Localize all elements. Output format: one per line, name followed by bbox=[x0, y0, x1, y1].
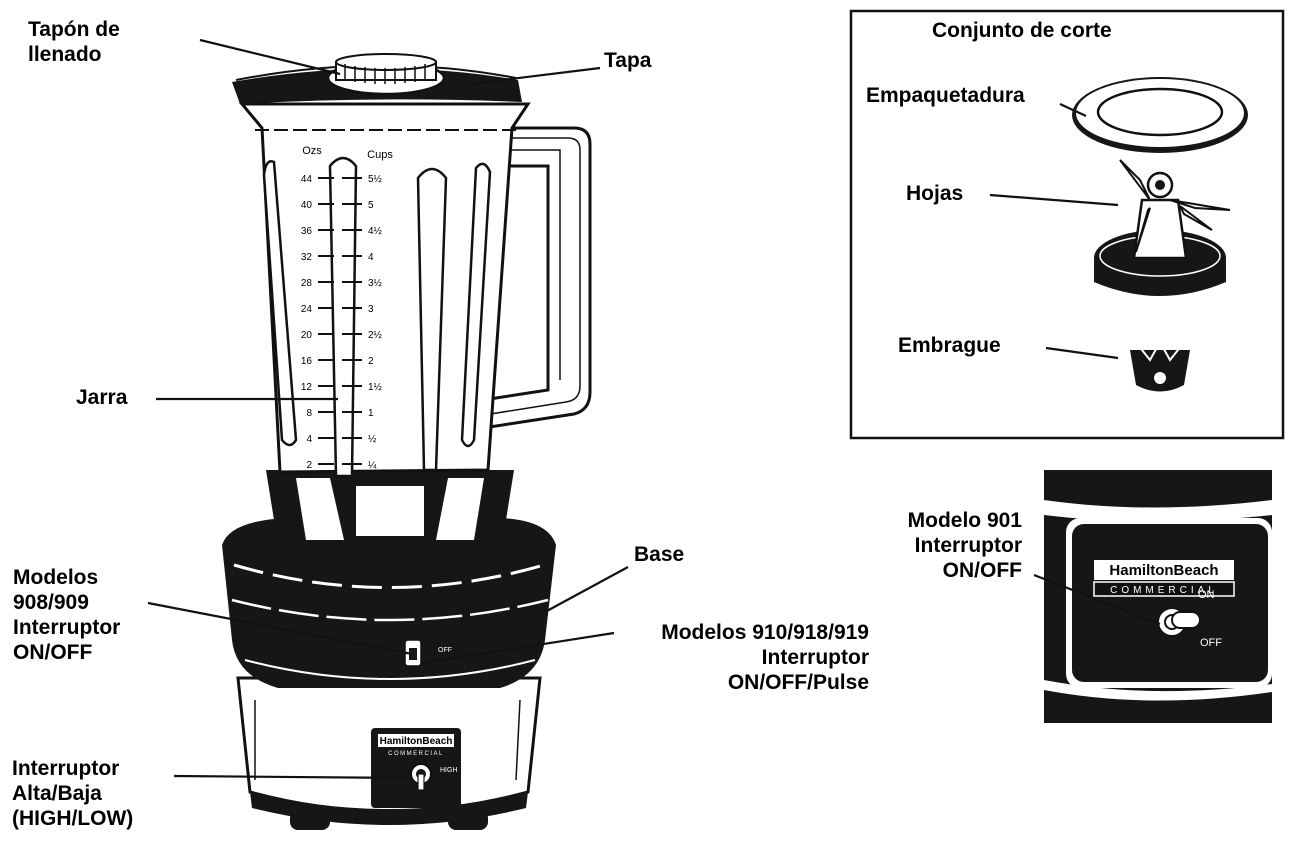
cups-tick-label: 4 bbox=[368, 252, 374, 263]
cups-tick-label: 1 bbox=[368, 408, 374, 419]
label-clutch: Embrague bbox=[898, 333, 1001, 358]
cups-tick-label: 5 bbox=[368, 200, 374, 211]
cups-tick-label: 1½ bbox=[368, 382, 383, 393]
label-gasket: Empaquetadura bbox=[866, 83, 1025, 108]
ozs-tick-label: 16 bbox=[301, 356, 313, 367]
cups-tick-label: 2½ bbox=[368, 330, 383, 341]
ozs-tick-label: 12 bbox=[301, 382, 313, 393]
ozs-tick-label: 4 bbox=[306, 434, 312, 445]
label-base: Base bbox=[634, 542, 684, 567]
ozs-tick-label: 2 bbox=[306, 460, 312, 471]
panel-brand-sub: COMMERCIAL bbox=[388, 751, 444, 757]
model-901-off-label: OFF bbox=[1200, 637, 1222, 649]
base-switch-off-label: OFF bbox=[438, 647, 452, 654]
label-blades: Hojas bbox=[906, 181, 963, 206]
ozs-tick-label: 32 bbox=[301, 252, 313, 263]
label-jar: Jarra bbox=[76, 385, 127, 410]
panel-high-label: HIGH bbox=[440, 767, 458, 774]
cups-tick-label: 3 bbox=[368, 304, 374, 315]
cups-tick-label: 2 bbox=[368, 356, 374, 367]
cups-tick-label: ½ bbox=[368, 434, 377, 445]
model-901-brand: HamiltonBeach bbox=[1109, 562, 1218, 579]
cups-tick-label: 3½ bbox=[368, 278, 383, 289]
label-models-910: Modelos 910/918/919 Interruptor ON/OFF/P… bbox=[590, 620, 869, 695]
ozs-tick-label: 36 bbox=[301, 226, 313, 237]
label-high-low: Interruptor Alta/Baja (HIGH/LOW) bbox=[12, 756, 133, 831]
label-fill-cap: Tapón de llenado bbox=[28, 17, 120, 67]
label-models-908: Modelos 908/909 Interruptor ON/OFF bbox=[13, 565, 120, 665]
cutting-box-title: Conjunto de corte bbox=[932, 18, 1112, 43]
cups-tick-label: 5½ bbox=[368, 174, 383, 185]
ozs-tick-label: 8 bbox=[306, 408, 312, 419]
cups-header: Cups bbox=[367, 149, 393, 161]
panel-brand: HamiltonBeach bbox=[380, 736, 453, 747]
model-901-on-label: ON bbox=[1198, 589, 1215, 601]
cutting-assembly-box bbox=[851, 11, 1283, 438]
model-901-panel: HamiltonBeach COMMERCIAL ON OFF bbox=[1044, 470, 1272, 723]
cups-tick-label: 4½ bbox=[368, 226, 383, 237]
clutch bbox=[1130, 350, 1190, 392]
ozs-tick-label: 28 bbox=[301, 278, 313, 289]
ozs-tick-label: 44 bbox=[301, 174, 313, 185]
label-model-901: Modelo 901 Interruptor ON/OFF bbox=[858, 508, 1022, 583]
ozs-tick-label: 24 bbox=[301, 304, 313, 315]
ozs-tick-label: 40 bbox=[301, 200, 313, 211]
ozs-tick-label: 20 bbox=[301, 330, 313, 341]
cups-tick-label: ¼ bbox=[368, 459, 377, 471]
ozs-header: Ozs bbox=[302, 145, 322, 157]
label-lid: Tapa bbox=[604, 48, 651, 73]
